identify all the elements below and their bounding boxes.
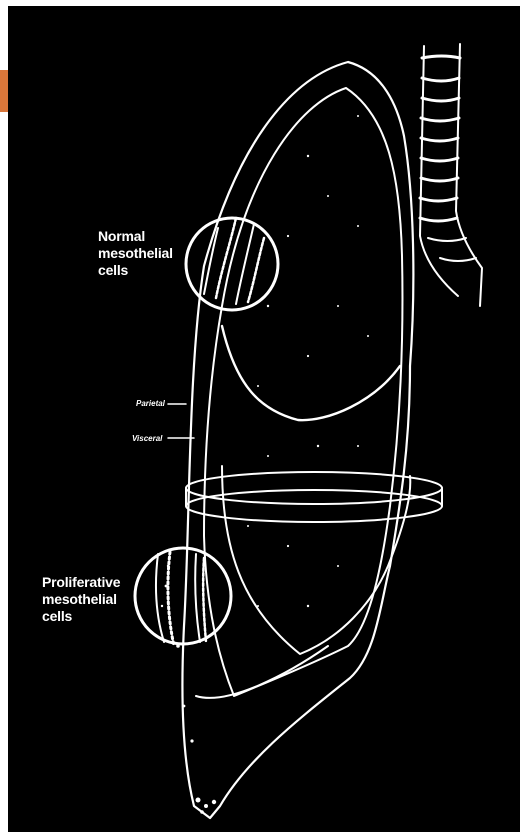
- trachea: [420, 44, 482, 306]
- visceral-label: Visceral: [132, 434, 162, 443]
- lung-texture: [161, 115, 369, 814]
- parietal-label: Parietal: [136, 399, 165, 408]
- normal-mesothelial-label: Normal mesothelial cells: [98, 228, 173, 279]
- parietal-pleura: [182, 62, 413, 818]
- costophrenic-recess: [196, 646, 328, 698]
- normal-mesothelial-magnifier: [186, 218, 278, 310]
- lung-pleura-illustration: [8, 6, 520, 832]
- diagram-panel: Normal mesothelial cells Parietal Viscer…: [8, 6, 520, 832]
- accent-tab: [0, 70, 8, 112]
- lobe-fissure: [222, 326, 400, 420]
- proliferative-mesothelial-label: Proliferative mesothelial cells: [42, 574, 120, 625]
